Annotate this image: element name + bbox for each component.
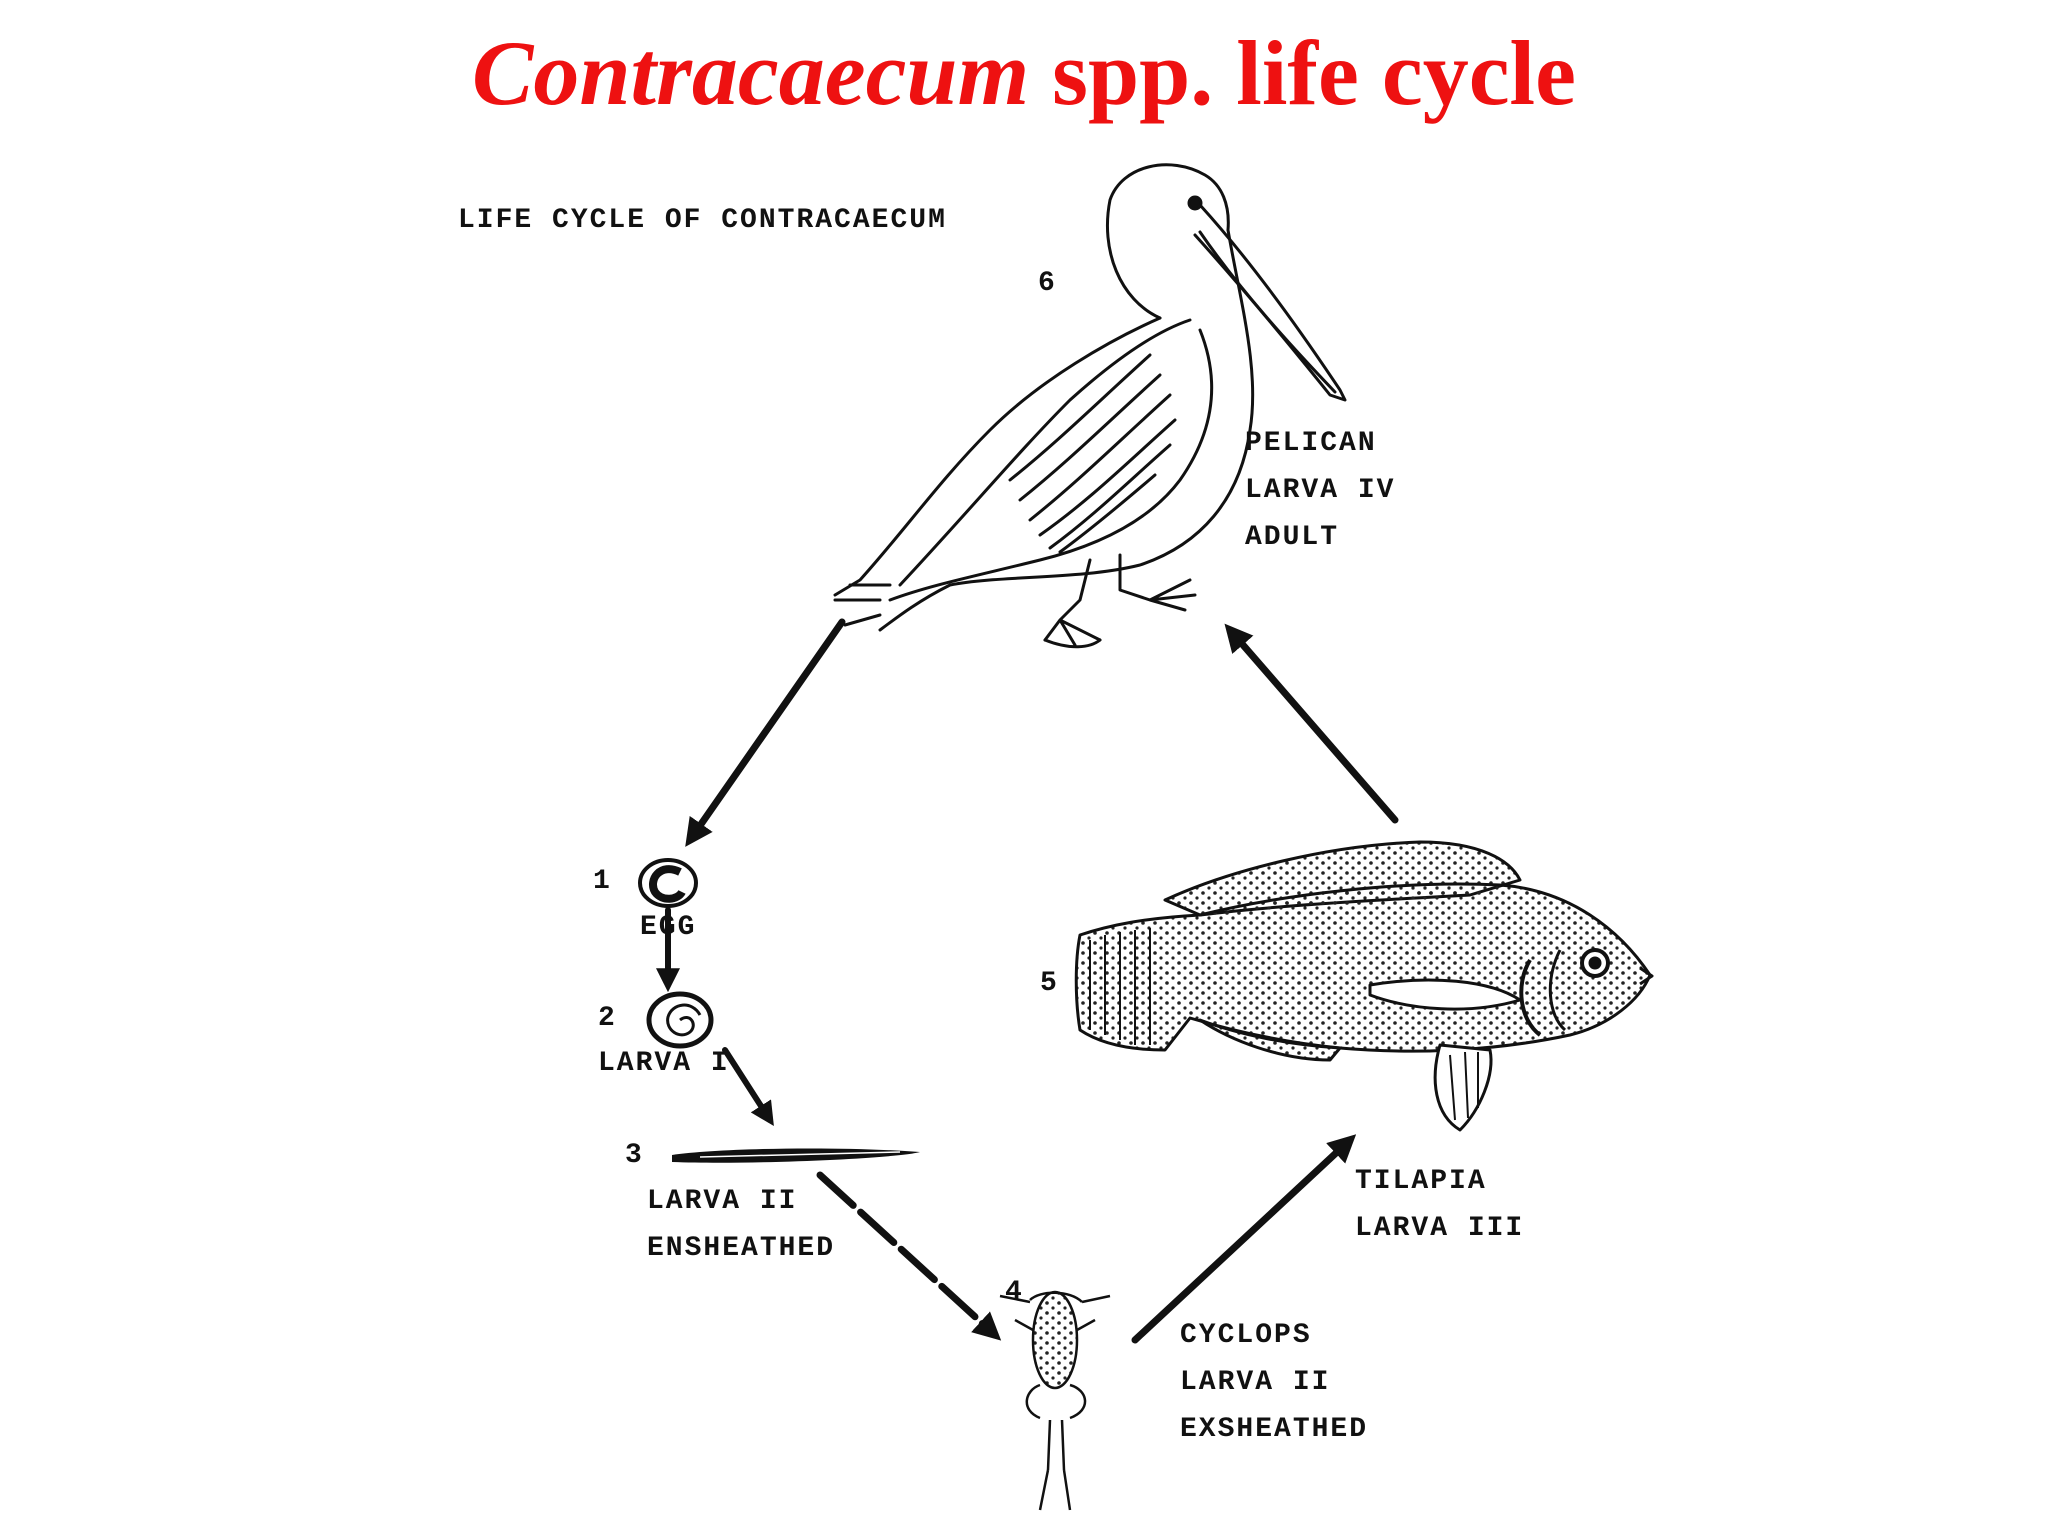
title-rest: spp. life cycle (1029, 22, 1576, 124)
stage-6-label: PELICAN LARVA IV ADULT (1245, 420, 1395, 561)
cycle-arrows (656, 618, 1399, 1344)
tilapia-fish-icon (1074, 840, 1654, 1132)
stage-6-number: 6 (1038, 268, 1055, 299)
arrow-tilapia-to-pelican (1224, 623, 1399, 824)
diagram-heading: LIFE CYCLE OF CONTRACAECUM (458, 205, 947, 236)
ensheathed-label: ENSHEATHED (647, 1233, 836, 1264)
larva-i-label: LARVA I (598, 1048, 730, 1079)
pelican-label: PELICAN (1245, 428, 1377, 459)
larva-iii-label: LARVA III (1355, 1213, 1525, 1244)
stage-2-number: 2 (598, 1003, 615, 1034)
exsheathed-label: EXSHEATHED (1180, 1414, 1369, 1445)
stage-3-number: 3 (625, 1140, 642, 1171)
slide-title: Contracaecum spp. life cycle (0, 18, 2048, 128)
pelican-icon (833, 163, 1347, 649)
worm-larva-icon (672, 1148, 920, 1163)
tilapia-label: TILAPIA (1355, 1166, 1487, 1197)
larva-ii-label: LARVA II (647, 1186, 798, 1217)
stage-5-label: TILAPIA LARVA III (1355, 1158, 1524, 1252)
arrow-cyclops-to-tilapia (1131, 1134, 1357, 1344)
larva-ii-cyclops-label: LARVA II (1180, 1367, 1331, 1398)
adult-label: ADULT (1245, 522, 1340, 553)
coiled-larva-icon (646, 991, 714, 1049)
stage-4-label: CYCLOPS LARVA II EXSHEATHED (1180, 1312, 1368, 1453)
larva-iv-label: LARVA IV (1245, 475, 1396, 506)
arrow-pelican-to-egg (685, 618, 846, 847)
title-genus: Contracaecum (472, 22, 1030, 124)
arrow-larva2-to-cyclops (816, 1171, 1002, 1341)
stage-3-label: LARVA II ENSHEATHED (647, 1178, 835, 1272)
stage-2-label: LARVA I (598, 1040, 730, 1087)
stage-1-number: 1 (593, 866, 610, 897)
arrow-larva1-to-larva2 (722, 1047, 774, 1127)
cyclops-copepod-icon (999, 1290, 1111, 1511)
egg-icon (638, 858, 698, 908)
cyclops-label: CYCLOPS (1180, 1320, 1312, 1351)
stage-5-number: 5 (1040, 968, 1057, 999)
